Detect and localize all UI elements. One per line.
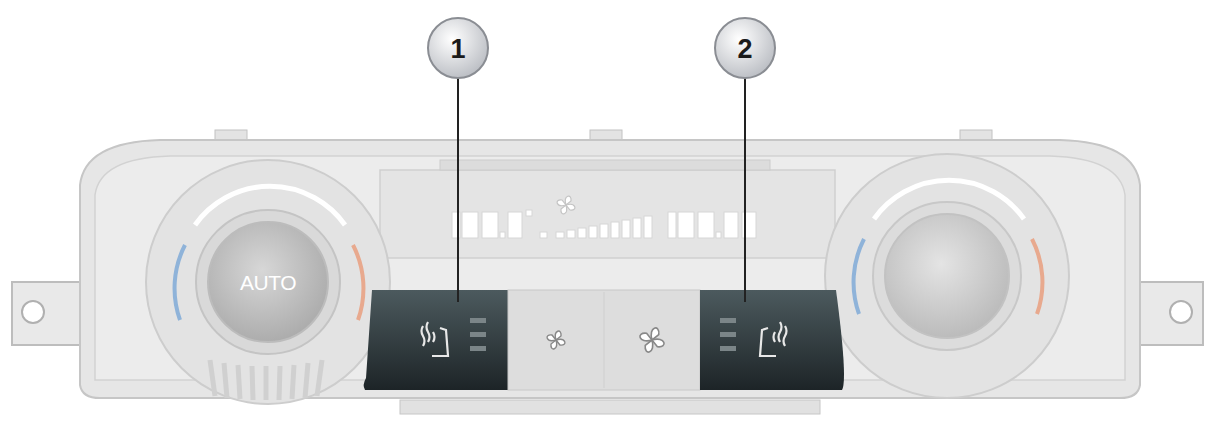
- cold-scale: [854, 239, 864, 314]
- seat-heat-icon: [760, 322, 787, 356]
- knob-bezel: [825, 154, 1069, 398]
- knob-bezel: [146, 160, 390, 404]
- fan-high-icon: [640, 328, 664, 352]
- segment-display: [452, 210, 756, 238]
- knob-label: AUTO: [240, 271, 296, 295]
- callout-number: 2: [737, 34, 752, 65]
- warm-scale: [1032, 239, 1042, 314]
- leader-line: [457, 78, 459, 302]
- knob-ring: [196, 210, 340, 354]
- warm-scale: [353, 245, 363, 320]
- auto-knob: [208, 222, 328, 342]
- mounting-hole: [22, 301, 44, 323]
- display-window: [380, 170, 835, 258]
- mounting-tab: [1135, 282, 1203, 345]
- seat-heat-button: [364, 290, 508, 390]
- mounting-tab: [12, 282, 80, 345]
- fan-symbol: [557, 196, 575, 214]
- mounting-hole: [1170, 301, 1192, 323]
- callout-circle: [715, 18, 775, 78]
- callout-number: 1: [450, 34, 465, 65]
- heat-level-led: [720, 318, 736, 351]
- seat-heat-button: [700, 290, 844, 390]
- bottom-rib: [400, 400, 820, 414]
- temp-knob: [885, 214, 1009, 338]
- knob-grip: [210, 360, 322, 400]
- seat-heat-icon: [422, 322, 449, 356]
- heat-level-led: [470, 318, 486, 351]
- fan-low-icon: [547, 331, 565, 349]
- callout-circle: [428, 18, 488, 78]
- knob-ring: [873, 202, 1021, 350]
- leader-line: [744, 78, 746, 302]
- fan-button-divider: [604, 292, 605, 388]
- cold-scale: [175, 245, 185, 320]
- fan-button: [508, 290, 700, 390]
- display-bezel: [440, 160, 770, 170]
